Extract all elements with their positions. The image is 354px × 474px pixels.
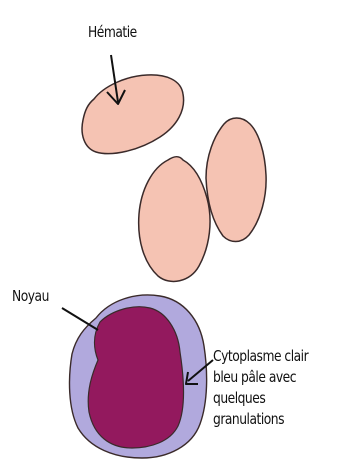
noyau-pointer-line bbox=[62, 308, 98, 330]
cytoplasm-label: Cytoplasme clair bleu pâle avec quelques… bbox=[213, 346, 308, 430]
cytoplasm-label-line-2: bleu pâle avec bbox=[213, 367, 308, 388]
red-blood-cell-3 bbox=[139, 157, 210, 282]
nucleus bbox=[88, 307, 183, 448]
cytoplasm-label-line-3: quelques bbox=[213, 388, 308, 409]
cytoplasm-label-line-4: granulations bbox=[213, 409, 308, 430]
red-blood-cell-2 bbox=[206, 118, 266, 242]
noyau-label: Noyau bbox=[12, 286, 49, 307]
red-blood-cell-1 bbox=[82, 75, 184, 154]
cytoplasm-label-line-1: Cytoplasme clair bbox=[213, 346, 308, 367]
hematie-label: Hématie bbox=[88, 22, 137, 43]
